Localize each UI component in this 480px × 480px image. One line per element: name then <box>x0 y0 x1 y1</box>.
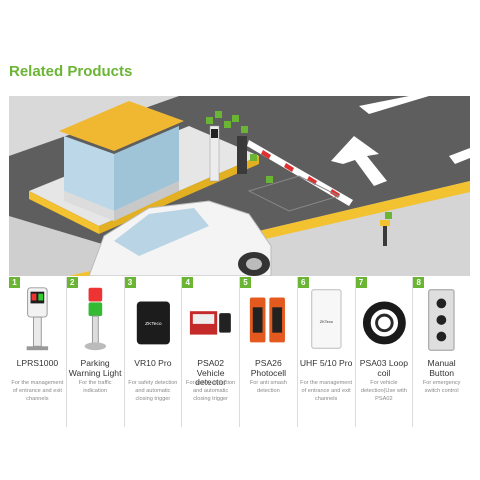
product-number: 2 <box>66 277 78 288</box>
product-name: PSA03 Loop coil <box>359 358 408 378</box>
product-grid: 1 LPRS1000 For the management of entranc… <box>9 277 470 427</box>
product-description: For the management of entrance and exit … <box>300 380 353 402</box>
product-name: Manual Button <box>427 358 456 378</box>
product-name: VR10 Pro <box>134 358 172 368</box>
product-description: For the management of entrance and exit … <box>11 380 64 402</box>
product-number: 7 <box>355 277 367 288</box>
uhf-reader-image: ZKTeco <box>302 283 351 355</box>
psa02-image <box>186 283 235 355</box>
product-number: 1 <box>9 277 20 288</box>
product-number: 6 <box>297 277 309 288</box>
parking-illustration <box>9 96 470 276</box>
product-name: LPRS1000 <box>16 358 59 368</box>
loop-coil-image <box>360 283 409 355</box>
lpr-camera-image <box>13 283 62 355</box>
product-card-warning-light[interactable]: 2 Parking Warning Light For the traffic … <box>66 277 125 427</box>
product-number: 4 <box>182 277 194 288</box>
product-name: PSA02 Vehicle detector <box>195 358 227 387</box>
product-number: 5 <box>240 277 251 288</box>
vr10-pro-image: ZKTeco <box>129 283 178 355</box>
product-card-uhf[interactable]: 6 ZKTeco UHF 5/10 Pro For the management… <box>297 277 356 427</box>
manual-button-image <box>417 283 466 355</box>
product-description: For vehicle detection(Use with PSA02 <box>360 380 407 402</box>
product-card-psa26[interactable]: 5 PSA26 Photocell For anti smash detecti… <box>240 277 298 427</box>
product-number: 8 <box>413 277 425 288</box>
product-description: For anti smash detection <box>249 380 287 394</box>
product-card-manual-button[interactable]: 8 Manual Button For emergency switch con… <box>413 277 470 427</box>
product-card-psa03[interactable]: 7 PSA03 Loop coil For vehicle detection(… <box>355 277 414 427</box>
product-card-psa02[interactable]: 4 PSA02 Vehicle detector For safety dete… <box>182 277 240 427</box>
product-description: For safety detection and automatic closi… <box>128 380 178 402</box>
product-name: PSA26 Photocell <box>250 358 287 378</box>
product-description: For emergency switch control <box>422 380 461 394</box>
product-card-vr10-pro[interactable]: 3 ZKTeco VR10 Pro For safety detection a… <box>124 277 183 427</box>
product-description: For safety detection and automatic closi… <box>186 380 236 402</box>
product-name: Parking Warning Light <box>68 358 122 378</box>
product-name: UHF 5/10 Pro <box>299 358 353 368</box>
brand-mark: ZKTeco <box>145 321 162 327</box>
photocell-image <box>244 283 293 355</box>
section-title: Related Products <box>9 63 133 80</box>
product-card-lprs1000[interactable]: 1 LPRS1000 For the management of entranc… <box>9 277 67 427</box>
warning-light-image <box>71 283 120 355</box>
product-number: 3 <box>124 277 136 288</box>
product-description: For the traffic indication <box>78 380 112 394</box>
brand-mark: ZKTeco <box>320 319 333 324</box>
